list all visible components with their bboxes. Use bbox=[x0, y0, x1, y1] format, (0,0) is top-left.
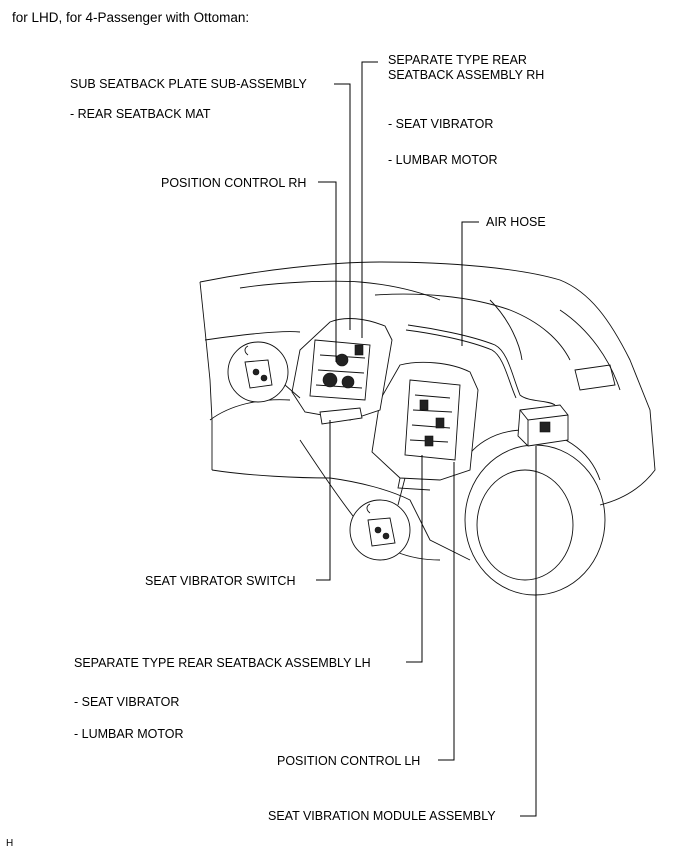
label-seat-vibration-module: SEAT VIBRATION MODULE ASSEMBLY bbox=[268, 809, 496, 823]
footer-code: H bbox=[6, 838, 14, 849]
label-rh-lumbar-motor: - LUMBAR MOTOR bbox=[388, 153, 498, 167]
detail-circle-position-control-lh bbox=[349, 477, 411, 561]
label-position-control-lh: POSITION CONTROL LH bbox=[277, 754, 421, 768]
leader-lines bbox=[316, 61, 537, 817]
label-separate-rear-seatback-rh: SEPARATE TYPE REAR SEATBACK ASSEMBLY RH bbox=[388, 53, 545, 82]
label-sub-seatback-plate: SUB SEATBACK PLATE SUB-ASSEMBLY bbox=[70, 77, 307, 91]
label-rh-seat-vibrator: - SEAT VIBRATOR bbox=[388, 117, 494, 131]
detail-circle-position-control-rh bbox=[227, 341, 301, 403]
label-rear-seatback-mat: - REAR SEATBACK MAT bbox=[70, 107, 211, 121]
seatback-rh bbox=[291, 318, 393, 425]
label-lh-lumbar-motor: - LUMBAR MOTOR bbox=[74, 727, 184, 741]
label-position-control-rh: POSITION CONTROL RH bbox=[161, 176, 307, 190]
label-seat-vibrator-switch: SEAT VIBRATOR SWITCH bbox=[145, 574, 296, 588]
label-air-hose: AIR HOSE bbox=[486, 215, 546, 229]
page-header: for LHD, for 4-Passenger with Ottoman: bbox=[12, 10, 250, 25]
label-lh-seat-vibrator: - SEAT VIBRATOR bbox=[74, 695, 180, 709]
seat-vibration-module bbox=[517, 404, 569, 447]
label-separate-rear-seatback-lh: SEPARATE TYPE REAR SEATBACK ASSEMBLY LH bbox=[74, 656, 371, 670]
seatback-lh bbox=[371, 361, 479, 491]
air-hose bbox=[407, 324, 556, 406]
